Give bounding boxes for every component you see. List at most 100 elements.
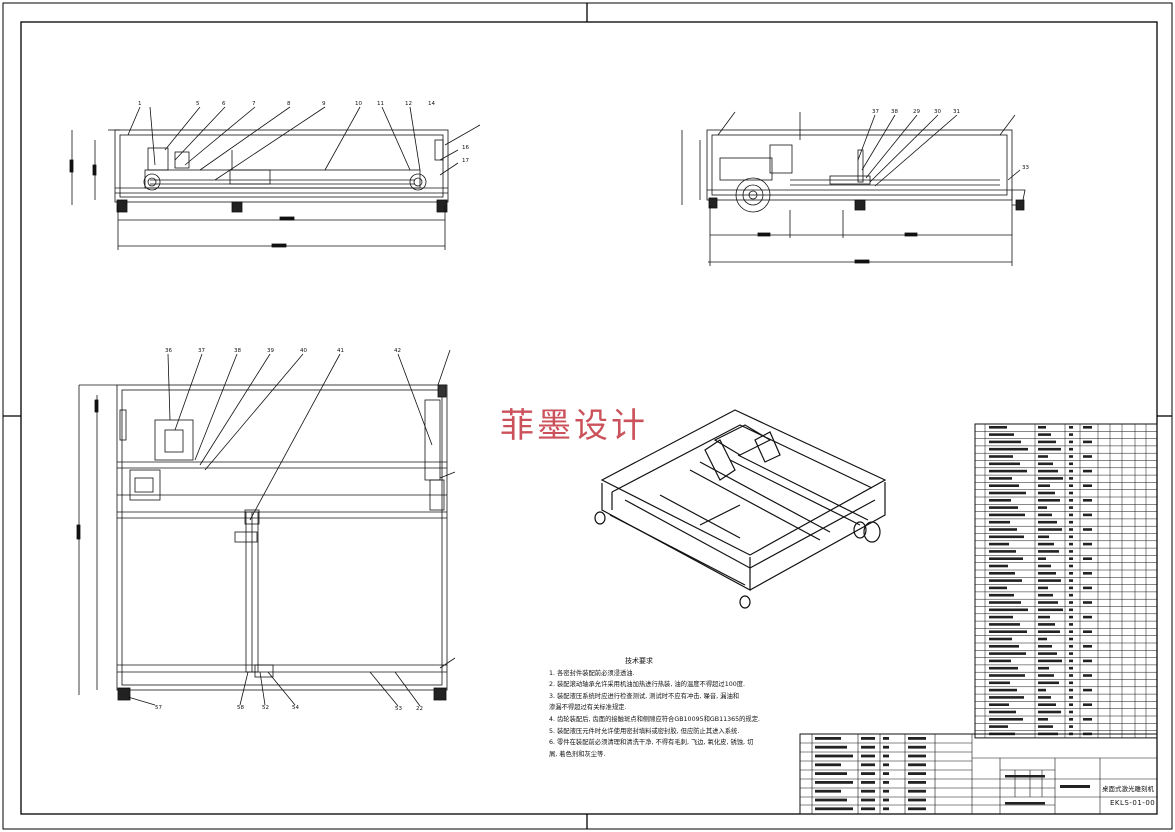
plan-view (76, 349, 456, 707)
balloon: 9 (322, 101, 326, 107)
balloon: 16 (462, 145, 469, 151)
balloon: 11 (377, 101, 384, 107)
bom-cell-mark (989, 696, 1024, 699)
bom-cell-mark (989, 637, 1012, 641)
title-cell-mark (908, 745, 926, 749)
tech-requirement-line: 屑, 着色剂和灰尘等. (549, 750, 606, 758)
balloon: 29 (913, 109, 920, 115)
title-cell-mark (883, 763, 889, 767)
bom-cell-mark (1038, 528, 1062, 531)
bom-cell-mark (1069, 462, 1073, 466)
tech-requirement-line: 4. 齿轮装配后, 齿面的接触斑点和侧隙应符合GB10095和GB11365的规… (549, 715, 761, 723)
bom-cell-mark (1038, 550, 1059, 553)
bom-cell-mark (1069, 703, 1073, 706)
bom-cell-mark (1069, 615, 1073, 619)
bom-cell-mark (1069, 630, 1073, 633)
title-cell-mark (883, 781, 889, 784)
balloon: 33 (1022, 165, 1029, 171)
bom-cell-mark (1069, 426, 1073, 429)
bom-cell-mark (989, 542, 1009, 546)
bom-cell-mark (1038, 469, 1058, 473)
bom-cell-mark (1038, 564, 1051, 568)
balloon: 6 (222, 101, 226, 107)
tech-requirement-line: 6. 零件在装配前必须清理和清洗干净, 不得有毛刺, 飞边, 氧化皮, 锈蚀, … (549, 739, 754, 747)
bom-cell-mark (1069, 499, 1073, 502)
bom-cell-mark (989, 623, 1020, 626)
balloon: 58 (237, 705, 244, 711)
bom-cell-mark (989, 469, 1027, 473)
bom-cell-mark (989, 455, 1013, 458)
bom-cell-mark (1038, 696, 1051, 699)
technical-requirements: 技术要求 1. 各密封件装配前必须浸透油. 2. 装配滚动轴承允许采用机油加热进… (549, 656, 789, 760)
balloon: 5 (196, 101, 200, 107)
bill-of-materials (974, 423, 1158, 739)
title-cell-mark (815, 789, 841, 793)
bom-cell-mark (1083, 703, 1092, 706)
bom-cell-mark (1038, 535, 1049, 539)
bom-cell-mark (1083, 499, 1092, 502)
bom-cell-mark (1038, 513, 1052, 517)
bom-cell-mark (1038, 725, 1053, 728)
bom-cell-mark (1069, 564, 1073, 568)
bom-cell-mark (1069, 542, 1073, 546)
bom-cell-mark (989, 572, 1015, 575)
balloon: 42 (394, 348, 401, 354)
balloon: 14 (428, 101, 435, 107)
balloon: 17 (462, 158, 469, 164)
bom-cell-mark (1083, 586, 1092, 590)
bom-cell-mark (1083, 484, 1092, 487)
bom-cell-mark (1038, 477, 1063, 480)
bom-cell-mark (1038, 615, 1050, 619)
bom-cell-mark (989, 535, 1024, 539)
balloon: 38 (234, 348, 241, 354)
bom-cell-mark (989, 710, 1016, 714)
balloon: 30 (934, 109, 941, 115)
bom-cell-mark (1069, 681, 1073, 685)
bom-cell-mark (989, 586, 1007, 590)
title-cell-mark (861, 772, 875, 775)
drawing-title: 桌面式激光雕刻机 (1102, 785, 1154, 793)
title-cell-mark (815, 781, 853, 784)
balloon: 40 (300, 348, 307, 354)
bom-cell-mark (989, 550, 1016, 553)
bom-cell-mark (1069, 455, 1073, 458)
bom-cell-mark (989, 564, 1008, 568)
bom-cell-mark (1038, 572, 1056, 575)
balloon: 53 (395, 706, 402, 712)
bom-cell-mark (1069, 645, 1073, 648)
bom-cell-mark (989, 557, 1023, 560)
balloon: 31 (953, 109, 960, 115)
bom-cell-mark (989, 593, 1014, 597)
bom-cell-mark (1038, 681, 1059, 685)
bom-cell-mark (1069, 718, 1073, 721)
bom-cell-mark (1069, 477, 1073, 480)
bom-cell-mark (1069, 535, 1073, 539)
bom-cell-mark (1069, 447, 1073, 451)
balloon: 8 (287, 101, 291, 107)
drawing-number: EKLS-01-00 (1110, 799, 1156, 807)
bom-cell-mark (989, 652, 1026, 655)
front-view-balloons: 1 5 6 7 8 9 10 11 12 14 16 17 (138, 101, 469, 164)
balloon: 57 (155, 705, 162, 711)
bom-cell-mark (1083, 688, 1092, 692)
bom-cell-mark (989, 608, 1028, 612)
tech-requirement-line: 2. 装配滚动轴承允许采用机油加热进行热装, 油的温度不得超过100度. (549, 681, 746, 689)
bom-cell-mark (1083, 659, 1092, 663)
bom-cell-mark (1083, 718, 1092, 721)
bom-cell-mark (1069, 528, 1073, 531)
bom-cell-mark (1069, 433, 1073, 436)
balloon: 7 (252, 101, 256, 107)
bom-cell-mark (1069, 696, 1073, 699)
title-cell-mark (908, 772, 926, 775)
bom-cell-mark (1038, 710, 1061, 714)
tech-requirement-line: 5. 装配液压元件时允许使用密封填料或密封胶, 但应防止其进入系统. (549, 727, 740, 735)
title-cell-mark (861, 781, 875, 784)
bom-cell-mark (989, 666, 1018, 670)
bom-cell-mark (1083, 630, 1092, 633)
bom-cell-mark (989, 681, 1010, 685)
bom-cell-mark (1083, 615, 1092, 619)
bom-cell-mark (1069, 623, 1073, 626)
bom-cell-mark (989, 426, 1007, 429)
bom-cell-mark (1083, 645, 1092, 648)
